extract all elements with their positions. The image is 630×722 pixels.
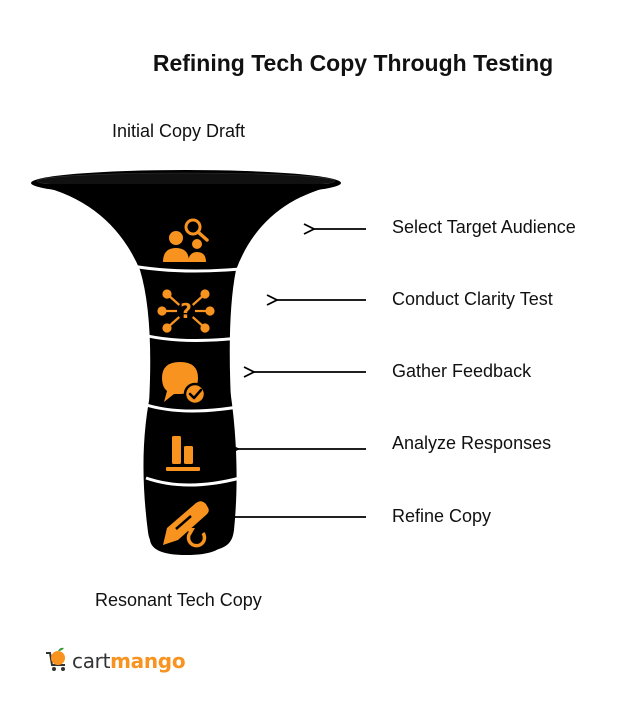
funnel-divider-1 [112,260,297,273]
page-title: Refining Tech Copy Through Testing [152,50,554,76]
funnel-divider-3 [142,402,255,413]
funnel-divider-4 [145,476,241,487]
question-network-icon: ? [157,289,215,333]
bar-chart-icon [166,436,200,471]
funnel-divider-2 [135,331,277,342]
step-label-analyze-responses: Analyze Responses [392,433,552,453]
feedback-chat-icon [162,362,207,406]
funnel-top-label: Initial Copy Draft [112,121,246,141]
cartmango-logo: cartmango [44,646,186,676]
funnel-bottom-label: Resonant Tech Copy [95,590,262,610]
logo-text: cartmango [72,649,186,673]
svg-text:?: ? [180,299,192,323]
audience-search-icon [163,218,209,262]
step-label-gather-feedback: Gather Feedback [392,361,532,381]
refine-pen-icon [163,501,209,549]
step-label-conduct-clarity-test: Conduct Clarity Test [392,289,553,309]
mango-cart-icon [46,647,65,671]
step-label-refine-copy: Refine Copy [392,506,492,526]
step-label-select-target-audience: Select Target Audience [392,217,576,237]
